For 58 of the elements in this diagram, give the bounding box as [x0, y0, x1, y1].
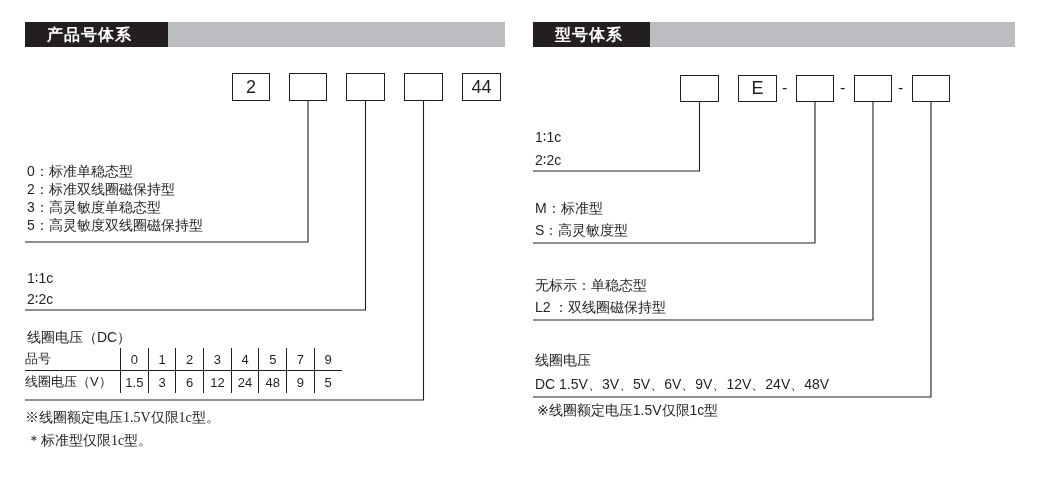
voltage-value: 24: [231, 370, 259, 393]
connector-line: [532, 101, 816, 244]
option-text: 1∶1c: [535, 128, 562, 146]
separator-dash: -: [898, 79, 904, 97]
option-text: 2∶2c: [27, 290, 54, 308]
separator-dash: -: [840, 79, 846, 97]
code-value: 5: [258, 348, 287, 371]
connector-line: [24, 100, 309, 243]
connector-line: [24, 100, 425, 401]
option-text: 2：标准双线圈磁保持型: [27, 180, 175, 198]
option-text: 无标示：单稳态型: [535, 276, 647, 294]
note-text: ※线圈额定电压1.5V仅限1c型: [537, 402, 719, 420]
code-box: [404, 73, 443, 101]
voltage-value: 12: [203, 370, 232, 393]
option-text: DC 1.5V、3V、5V、6V、9V、12V、24V、48V: [535, 375, 830, 393]
note-text: ※线圈额定电压1.5V仅限1c型。: [25, 409, 220, 427]
connector-line: [532, 101, 874, 321]
voltage-value: 3: [148, 370, 176, 393]
code-box: 2: [232, 73, 270, 101]
code-box: [854, 75, 892, 102]
option-text: 2∶2c: [535, 151, 562, 169]
section-header: 型号体系: [533, 22, 650, 47]
voltage-value: 1.5: [120, 370, 149, 393]
code-value: 0: [120, 348, 149, 371]
code-box: [796, 75, 834, 102]
option-text: 3：高灵敏度单稳态型: [27, 198, 161, 216]
separator-dash: -: [782, 79, 788, 97]
option-text: 线圈电压: [535, 351, 591, 369]
connector-line: [532, 101, 701, 172]
voltage-value: 48: [258, 370, 287, 393]
code-box: E: [738, 75, 777, 102]
connector-line: [532, 101, 932, 398]
note-text: ＊标准型仅限1c型。: [27, 432, 153, 450]
code-value: 2: [175, 348, 204, 371]
voltage-value: 6: [175, 370, 204, 393]
option-text: 0：标准单稳态型: [27, 162, 133, 180]
code-value: 1: [148, 348, 176, 371]
code-box: [680, 75, 719, 102]
voltage-value: 9: [286, 370, 315, 393]
option-text: 线圈电压（DC）: [27, 328, 132, 346]
option-text: S：高灵敏度型: [535, 221, 629, 239]
row-header: 品号: [25, 348, 121, 371]
code-value: 7: [286, 348, 315, 371]
option-text: M：标准型: [535, 199, 603, 217]
voltage-value: 5: [314, 370, 342, 393]
option-text: L2 ：双线圈磁保持型: [535, 298, 667, 316]
code-value: 4: [231, 348, 259, 371]
code-box: 44: [462, 73, 501, 101]
section-header: 产品号体系: [25, 22, 168, 47]
code-box: [289, 73, 327, 101]
code-box: [346, 73, 385, 101]
option-text: 1∶1c: [27, 269, 54, 287]
option-text: 5：高灵敏度双线圈磁保持型: [27, 216, 203, 234]
code-box: [912, 75, 950, 102]
code-value: 9: [314, 348, 342, 371]
code-value: 3: [203, 348, 232, 371]
row-header: 线圈电压（V）: [25, 370, 121, 393]
connector-line: [24, 100, 367, 311]
